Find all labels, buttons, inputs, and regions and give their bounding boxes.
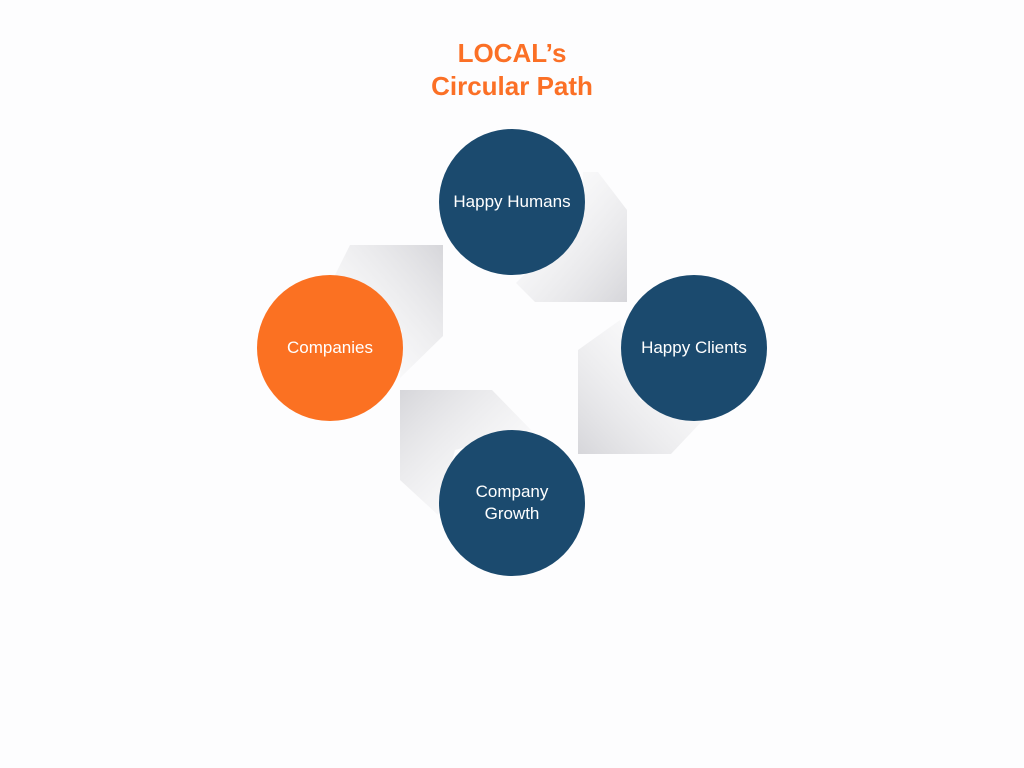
node-happy-humans[interactable]: Happy Humans: [439, 129, 585, 275]
node-happy-humans-label: Happy Humans: [453, 192, 571, 211]
connector-bottom-left: [400, 390, 531, 515]
node-companies-label: Companies: [287, 338, 373, 357]
node-happy-clients-label: Happy Clients: [641, 338, 747, 357]
connector-right-bottom: [578, 320, 705, 454]
node-company-growth-label: Company Growth: [475, 482, 549, 523]
diagram-title-line-2: Circular Path: [431, 71, 593, 101]
node-happy-clients[interactable]: Happy Clients: [621, 275, 767, 421]
node-companies[interactable]: Companies: [257, 275, 403, 421]
node-company-growth[interactable]: Company Growth: [439, 430, 585, 576]
diagram-title-line-1: LOCAL’s: [457, 38, 567, 68]
